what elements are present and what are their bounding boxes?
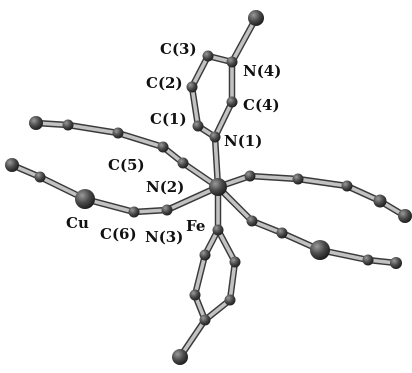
atom-rc6 — [362, 254, 374, 266]
atom-c3 — [202, 50, 214, 62]
atom-cu — [75, 189, 95, 209]
atom-rn1 — [244, 170, 256, 182]
atom-cu2 — [310, 240, 330, 260]
label-cu: Cu — [66, 214, 89, 232]
label-n3: N(3) — [145, 228, 183, 246]
atom-rc3 — [373, 194, 387, 208]
atom-ll2 — [5, 158, 19, 172]
atom-ba1 — [212, 224, 224, 236]
label-c5: C(5) — [108, 156, 145, 174]
label-c3: C(3) — [160, 40, 197, 58]
atom-ba3 — [189, 289, 201, 301]
atom-n4 — [226, 56, 238, 68]
label-c6: C(6) — [100, 225, 137, 243]
atom-ba5 — [224, 294, 236, 306]
atom-c4 — [226, 96, 238, 108]
atom-ll1 — [34, 171, 46, 183]
atom-rc7 — [390, 257, 402, 269]
bond-c1-c2 — [190, 85, 200, 128]
label-c2: C(2) — [146, 74, 183, 92]
atom-rc1 — [292, 173, 304, 185]
bond-n3-c6 — [132, 208, 169, 214]
bond-rn1-rc1 — [248, 174, 300, 181]
atom-rn2 — [246, 215, 258, 227]
atom-rc4 — [398, 209, 412, 223]
atom-ba6 — [229, 256, 241, 268]
bond-ul1-ul2 — [66, 123, 120, 135]
label-n1: N(1) — [224, 132, 262, 150]
bond-ba2-ba3 — [193, 253, 207, 297]
atom-n3 — [161, 204, 173, 216]
label-fe: Fe — [186, 217, 205, 235]
atom-ba2 — [199, 249, 211, 261]
atom-fe — [209, 178, 227, 196]
atom-ctop — [248, 10, 264, 26]
bond-rc1-rc2 — [296, 177, 349, 188]
bond-c4-n1 — [213, 100, 234, 139]
bond-n4-ctop — [230, 16, 258, 64]
atom-ba4 — [199, 314, 211, 326]
label-n4: N(4) — [243, 62, 281, 80]
bond-ba6-ba1 — [216, 228, 237, 264]
atom-c5 — [157, 141, 169, 153]
atom-ul2 — [62, 119, 74, 131]
atom-c6 — [128, 206, 140, 218]
atom-c2 — [186, 81, 198, 93]
atom-rc5 — [276, 227, 288, 239]
bond-fe-n3 — [165, 185, 220, 212]
bond-ba5-ba6 — [228, 260, 237, 302]
atom-rc2 — [341, 180, 353, 192]
bond-c2-c3 — [190, 54, 210, 89]
atom-ul1 — [112, 127, 124, 139]
label-n2: N(2) — [146, 178, 184, 196]
bond-c5-ul1 — [116, 131, 165, 149]
atom-ul3 — [29, 116, 43, 130]
atom-cbot — [172, 349, 188, 365]
atom-n2 — [177, 157, 189, 169]
label-layer: C(3) C(2) N(4) C(4) C(1) N(1) C(5) N(2) … — [66, 40, 281, 246]
atom-n1 — [209, 131, 221, 143]
label-c4: C(4) — [243, 96, 280, 114]
atom-layer — [5, 10, 412, 365]
atom-c1 — [192, 120, 204, 132]
label-c1: C(1) — [150, 110, 187, 128]
